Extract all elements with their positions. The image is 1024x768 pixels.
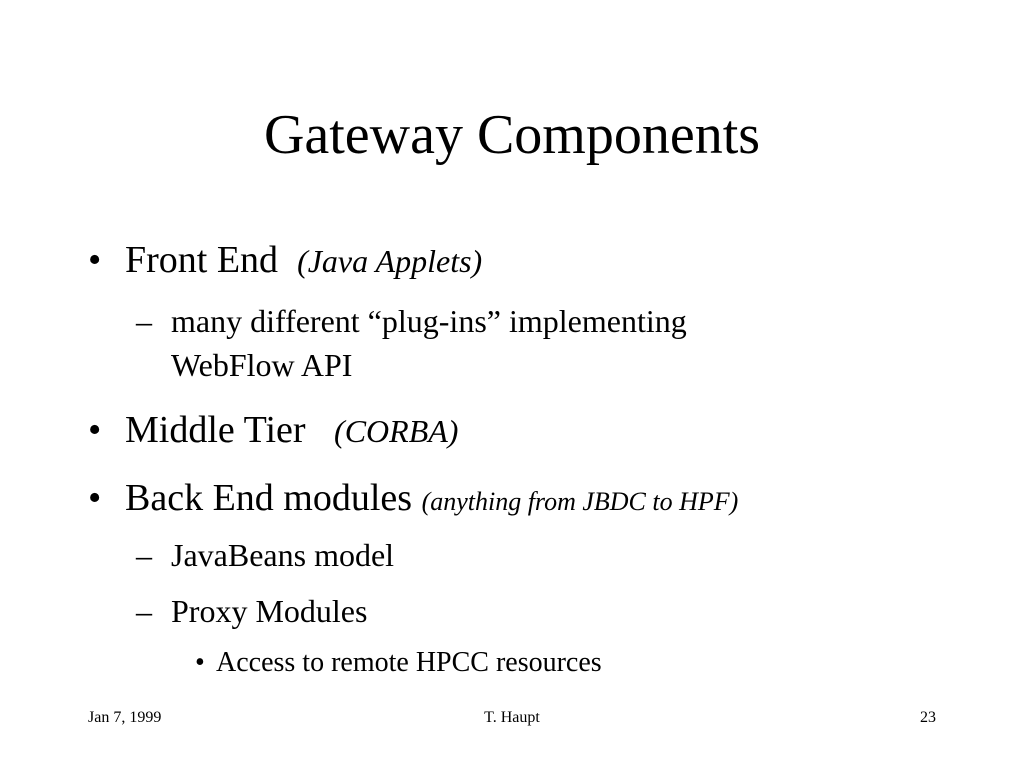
bullet-front-end: Front End (Java Applets) (125, 238, 482, 283)
sub-bullet-marker: – (136, 593, 152, 629)
sub-bullet-plugins-line2: WebFlow API (171, 347, 353, 383)
footer-page-number: 23 (920, 709, 936, 726)
sub-bullet-javabeans: JavaBeans model (171, 537, 395, 573)
sub-bullet-plugins-line1: many different “plug-ins” implementing (171, 303, 687, 339)
bullet-text: Back End modules (125, 477, 413, 519)
bullet-marker: • (88, 409, 102, 451)
bullet-note: (anything from JBDC to HPF) (421, 487, 739, 516)
sub-bullet-marker: – (136, 537, 152, 573)
sub-bullet-marker: – (136, 303, 152, 339)
sub-sub-bullet-hpcc: Access to remote HPCC resources (216, 647, 602, 678)
slide-title: Gateway Components (263, 104, 761, 166)
bullet-marker: • (88, 239, 102, 281)
bullet-note: (Java Applets) (297, 243, 483, 279)
bullet-back-end: Back End modules (anything from JBDC to … (125, 476, 738, 524)
bullet-text: Front End (125, 239, 279, 281)
bullet-middle-tier: Middle Tier (CORBA) (125, 408, 458, 453)
footer-author: T. Haupt (484, 709, 540, 726)
sub-sub-bullet-marker: • (195, 647, 205, 678)
footer-date: Jan 7, 1999 (88, 709, 162, 726)
bullet-marker: • (88, 477, 102, 519)
bullet-note: (CORBA) (334, 413, 459, 449)
bullet-text: Middle Tier (125, 409, 306, 451)
sub-bullet-proxy: Proxy Modules (171, 593, 368, 629)
